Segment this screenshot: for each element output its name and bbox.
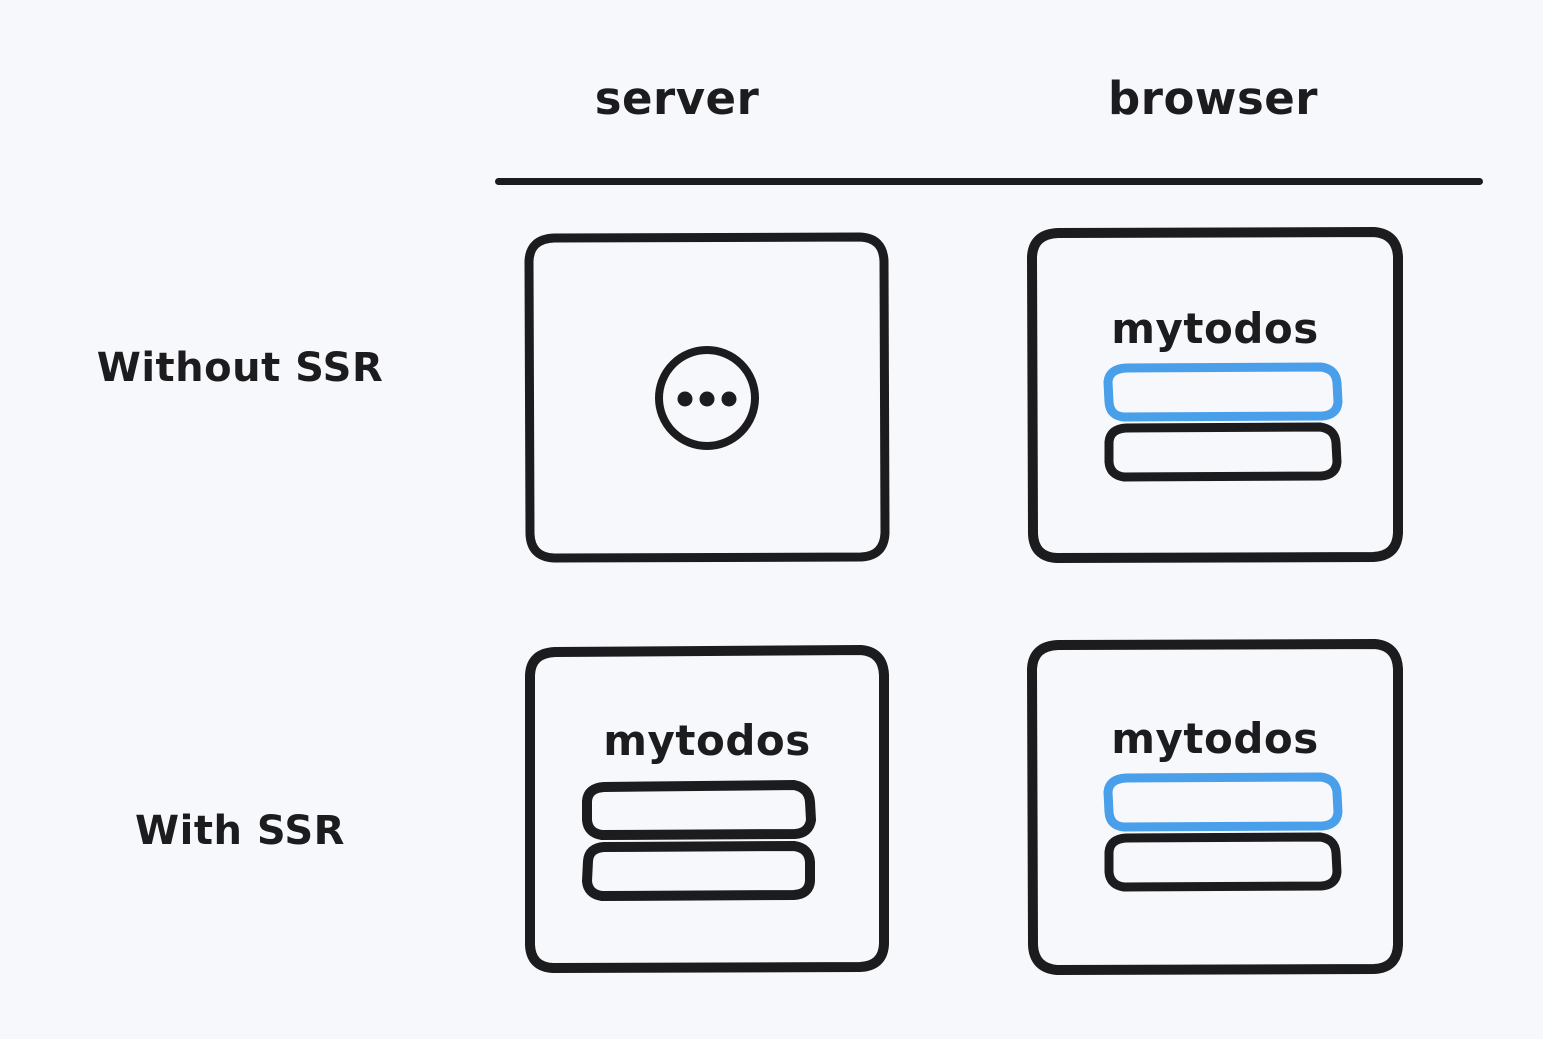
app-title: mytodos <box>1111 714 1319 763</box>
cell-server-with-ssr: mytodos <box>524 644 890 974</box>
card-frame-outline <box>524 232 890 563</box>
row-label-with-ssr: With SSR <box>135 808 345 854</box>
todo-list <box>1026 362 1404 482</box>
card-frame-outline <box>525 645 889 973</box>
app-title: mytodos <box>1111 304 1319 353</box>
card-frame-outline <box>1027 227 1403 563</box>
todo-item-1[interactable] <box>1026 772 1404 832</box>
card-body-server-with-ssr: mytodos <box>524 644 890 974</box>
cell-browser-without-ssr: mytodos <box>1026 226 1404 564</box>
todo-item-2[interactable] <box>1026 832 1404 892</box>
header-divider <box>495 178 1483 185</box>
column-header-browser: browser <box>1108 72 1318 125</box>
todo-item-2[interactable] <box>524 840 890 901</box>
todo-item-1[interactable] <box>524 780 890 840</box>
cell-browser-with-ssr: mytodos <box>1026 638 1404 976</box>
todo-list <box>1026 772 1404 892</box>
card-body-browser-without-ssr: mytodos <box>1026 226 1404 564</box>
column-header-server: server <box>594 72 760 125</box>
app-title: mytodos <box>603 716 811 765</box>
card-frame-outline <box>1027 639 1403 975</box>
todo-list <box>524 780 890 901</box>
card-body-browser-with-ssr: mytodos <box>1026 638 1404 976</box>
ellipsis-circle-icon <box>652 343 762 453</box>
card-body-server-without-ssr <box>524 231 890 564</box>
todo-item-1[interactable] <box>1026 362 1404 422</box>
cell-server-without-ssr <box>524 231 890 564</box>
todo-item-2[interactable] <box>1026 422 1404 482</box>
row-label-without-ssr: Without SSR <box>96 345 384 391</box>
